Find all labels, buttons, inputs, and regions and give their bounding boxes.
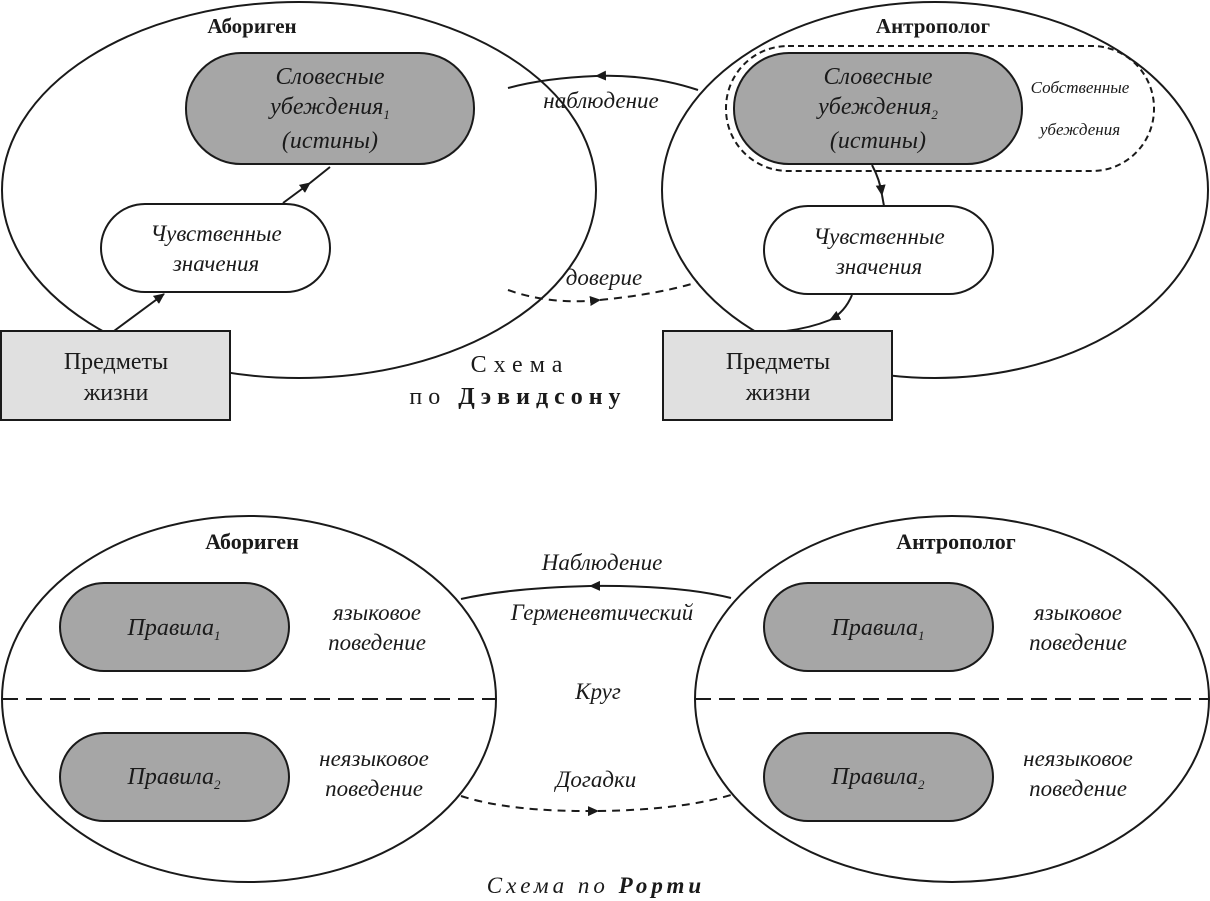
rorty-circle-label: Круг	[574, 679, 621, 704]
davidson-anthropologist-objects-line2: жизни	[745, 380, 811, 406]
rorty-anthropologist-rules2-label: Правила2	[830, 764, 925, 792]
rorty-anthropologist-rules1-label: Правила1	[830, 615, 924, 643]
davidson-native-objects-line1: Предметы	[64, 349, 168, 375]
rorty-guesses-label: Догадки	[554, 767, 637, 792]
rorty-scheme: Абориген Антрополог Правила1 Правила2 яз…	[1, 515, 1210, 898]
davidson-anthropologist-arrow-beliefs-sensory	[871, 164, 886, 196]
davidson-trust-arrow	[507, 289, 601, 306]
davidson-anthropologist-beliefs-line3: (истины)	[830, 128, 926, 154]
rorty-native-rules1-label: Правила1	[126, 615, 220, 643]
rorty-caption: Схема по Рорти	[487, 873, 705, 898]
davidson-anthropologist-beliefs-line2: убеждения2	[816, 94, 938, 122]
davidson-own-beliefs-line1: Собственные	[1031, 78, 1130, 97]
davidson-native-title: Абориген	[207, 14, 296, 38]
davidson-anthropologist-arrow-sensory-objects	[829, 294, 853, 321]
rorty-observation-label: Наблюдение	[541, 550, 663, 575]
davidson-native-beliefs-line2: убеждения1	[268, 94, 390, 122]
rorty-native-rules1-box	[59, 582, 290, 672]
rorty-native-title: Абориген	[205, 529, 299, 554]
davidson-anthropologist-objects-line1: Предметы	[726, 349, 830, 375]
davidson-native-beliefs-box	[185, 52, 475, 165]
rorty-hermeneutic-label: Герменевтический	[510, 600, 694, 625]
rorty-native-verbal-line1: языковое	[332, 600, 421, 625]
rorty-anthropologist-nonverbal-line2: поведение	[1029, 776, 1127, 801]
davidson-own-beliefs-region	[725, 45, 1155, 172]
davidson-native-arrow-objects-sensory	[113, 293, 165, 332]
rorty-anthropologist-rules1-box	[763, 582, 994, 672]
rorty-guesses-arrow	[460, 795, 599, 817]
davidson-native-sensory-box	[100, 203, 331, 293]
davidson-scheme: Абориген Словесные убеждения1 (истины) Ч…	[0, 1, 1209, 421]
davidson-anthropologist-sensory-line2: значения	[835, 254, 922, 279]
davidson-native-beliefs-line1: Словесные	[276, 64, 385, 90]
davidson-native-sensory-line1: Чувственные	[150, 221, 281, 246]
davidson-anthropologist-sensory-box	[763, 205, 994, 295]
davidson-observation-label: наблюдение	[543, 88, 658, 113]
rorty-native-nonverbal-line1: неязыковое	[319, 746, 429, 771]
davidson-anthropologist-objects-box	[662, 330, 893, 421]
rorty-anthropologist-nonverbal-line1: неязыковое	[1023, 746, 1133, 771]
davidson-trust-label: доверие	[566, 265, 643, 290]
davidson-native-sensory-line2: значения	[172, 251, 259, 276]
rorty-anthropologist-verbal-line2: поведение	[1029, 630, 1127, 655]
rorty-anthropologist-rules2-box	[763, 732, 994, 822]
rorty-observation-arrow	[589, 580, 732, 599]
rorty-native-nonverbal-line2: поведение	[325, 776, 423, 801]
rorty-anthropologist-title: Антрополог	[896, 529, 1016, 554]
rorty-anthropologist-verbal-line1: языковое	[1033, 600, 1122, 625]
davidson-native-beliefs-line3: (истины)	[282, 128, 378, 154]
davidson-own-beliefs-line2: убеждения	[1038, 120, 1120, 139]
rorty-native-verbal-line2: поведение	[328, 630, 426, 655]
davidson-anthropologist-title: Антрополог	[876, 14, 990, 38]
davidson-native-arrow-sensory-beliefs	[282, 182, 311, 204]
rorty-native-rules2-box	[59, 732, 290, 822]
davidson-native-objects-line2: жизни	[83, 380, 149, 406]
davidson-anthropologist-sensory-line1: Чувственные	[813, 224, 944, 249]
davidson-observation-arrow	[595, 70, 699, 91]
davidson-caption-line2: по Дэвидсону	[409, 384, 626, 410]
davidson-anthropologist-beliefs-box	[733, 52, 1023, 165]
davidson-native-objects-box	[0, 330, 231, 421]
davidson-anthropologist-beliefs-line1: Словесные	[824, 64, 933, 90]
rorty-native-rules2-label: Правила2	[126, 764, 221, 792]
davidson-caption-line1: Схема	[471, 352, 570, 378]
